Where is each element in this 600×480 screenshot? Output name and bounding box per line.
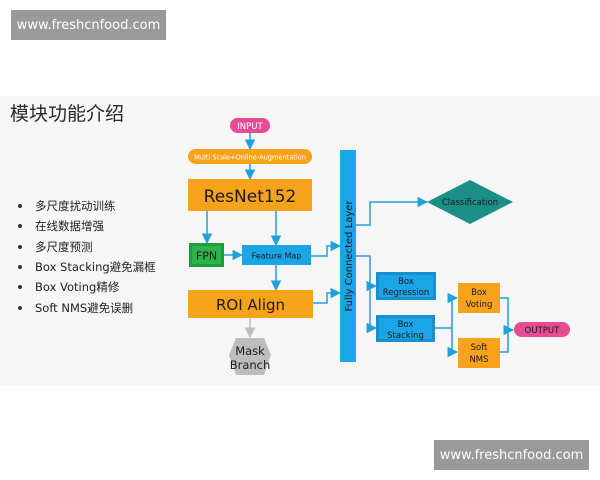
svg-text:Soft: Soft: [471, 343, 488, 353]
connector-lines: [201, 133, 515, 358]
arrow-softnms-merge: [500, 324, 515, 353]
fpn-node: FPN: [189, 243, 224, 267]
list-item-text: Box Voting精修: [35, 280, 120, 295]
fully-connected-layer-node: Fully Connected Layer: [340, 150, 356, 362]
arrow-featuremap-to-fc: [311, 240, 342, 257]
svg-text:Box: Box: [398, 277, 414, 287]
bullet-dot: [18, 224, 22, 229]
arrow-fc-to-classification: [356, 196, 429, 226]
list-item-text: 多尺度预测: [35, 239, 93, 254]
svg-text:Classification: Classification: [442, 198, 498, 208]
arrow-regression-to-stacking: [366, 286, 378, 334]
roi-align-node: ROI Align: [188, 290, 313, 318]
svg-text:Box: Box: [471, 288, 487, 298]
input-node: INPUT: [230, 118, 270, 133]
slide-title: 模块功能介绍: [10, 103, 125, 125]
svg-text:NMS: NMS: [469, 355, 488, 365]
arrow-fc-to-boxregression: [356, 255, 378, 292]
bullet-dot: [18, 265, 22, 270]
box-regression-node: Box Regression: [376, 272, 436, 300]
svg-text:OUTPUT: OUTPUT: [525, 326, 560, 336]
multiscale-augmentation-node: Multi Scale+Online-Augmentation: [188, 149, 312, 164]
box-voting-node: Box Voting: [458, 283, 500, 313]
bullet-dot: [18, 204, 22, 209]
list-item-text: 多尺度扰动训练: [35, 199, 116, 214]
list-item-text: 在线数据增强: [35, 219, 104, 234]
output-node: OUTPUT: [514, 322, 570, 337]
svg-text:Box: Box: [398, 320, 414, 330]
list-item: Box Voting精修: [18, 277, 156, 297]
bullet-dot: [18, 305, 22, 310]
svg-text:Multi Scale+Online-Augmentatio: Multi Scale+Online-Augmentation: [194, 154, 306, 162]
bullet-dot: [18, 244, 22, 249]
classification-node: Classification: [427, 180, 513, 224]
mask-branch-node: Mask Branch: [229, 338, 271, 375]
svg-text:Voting: Voting: [466, 300, 493, 310]
box-stacking-node: Box Stacking: [376, 315, 435, 342]
svg-text:INPUT: INPUT: [237, 122, 263, 132]
svg-text:Regression: Regression: [383, 288, 430, 298]
svg-text:Fully Connected Layer: Fully Connected Layer: [344, 200, 355, 312]
svg-text:Mask: Mask: [235, 344, 265, 358]
svg-text:ResNet152: ResNet152: [204, 187, 297, 207]
list-item-text: Box Stacking避免漏框: [35, 260, 156, 275]
list-item: 多尺度扰动训练: [18, 196, 156, 216]
list-item: Soft NMS避免误删: [18, 297, 156, 317]
list-item: 在线数据增强: [18, 216, 156, 236]
watermark-bottom: www.freshcnfood.com: [434, 440, 589, 470]
svg-text:Feature Map: Feature Map: [252, 252, 302, 261]
resnet152-node: ResNet152: [188, 179, 312, 211]
svg-text:Stacking: Stacking: [387, 331, 424, 341]
arrow-voting-merge: [500, 297, 509, 330]
watermark-top: www.freshcnfood.com: [11, 10, 166, 40]
feature-list: 多尺度扰动训练 在线数据增强 多尺度预测 Box Stacking避免漏框 Bo…: [18, 196, 156, 318]
svg-text:FPN: FPN: [196, 250, 217, 263]
feature-map-node: Feature Map: [242, 245, 311, 265]
svg-text:ROI Align: ROI Align: [216, 296, 285, 314]
svg-text:Branch: Branch: [230, 358, 271, 372]
arrow-roi-to-fc: [313, 287, 342, 304]
soft-nms-node: Soft NMS: [458, 338, 500, 368]
slide-panel: [0, 96, 600, 386]
arrow-to-boxvoting: [452, 298, 457, 355]
list-item-text: Soft NMS避免误删: [35, 300, 134, 315]
bullet-dot: [18, 285, 22, 290]
list-item: 多尺度预测: [18, 237, 156, 257]
list-item: Box Stacking避免漏框: [18, 257, 156, 277]
